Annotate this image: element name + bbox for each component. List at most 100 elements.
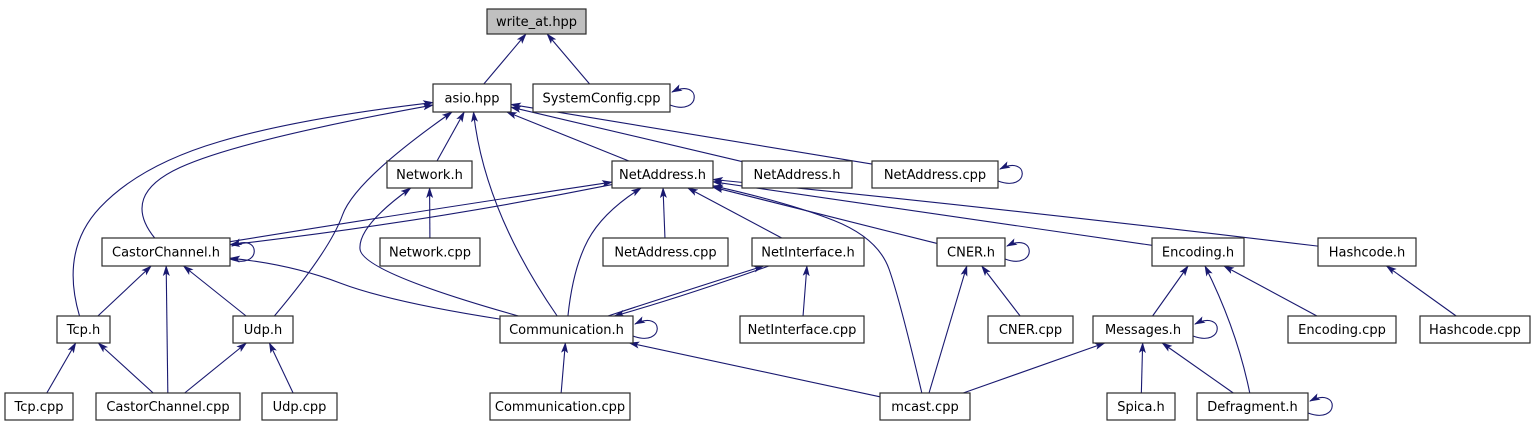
node-box[interactable] (1317, 237, 1417, 267)
node-box[interactable] (1196, 392, 1309, 421)
edge-cner_h-to-netaddress_h (712, 186, 938, 244)
node-Tcp.h[interactable]: Tcp.h (56, 315, 111, 344)
node-label: SystemConfig.cpp (543, 92, 661, 107)
edge-castorchannel_h-to-asio_hpp (141, 103, 434, 239)
node-box[interactable] (101, 237, 231, 267)
node-label: Hashcode.cpp (1429, 323, 1521, 338)
node-box[interactable] (1106, 392, 1176, 421)
node-label: NetInterface.h (761, 246, 854, 261)
node-Spica.h[interactable]: Spica.h (1106, 392, 1176, 421)
node-box[interactable] (489, 392, 631, 421)
node-label: NetAddress.cpp (884, 168, 986, 183)
edge-udp_h-to-castorchannel_h (182, 265, 247, 317)
node-asio.hpp[interactable]: asio.hpp (432, 83, 512, 113)
node-box[interactable] (1287, 315, 1397, 344)
edge-tcp_h-to-castorchannel_h (97, 265, 152, 317)
edge-systemconfig_cpp-to-systemconfig_cpp (669, 84, 695, 108)
node-CastorChannel.h[interactable]: CastorChannel.h (101, 237, 231, 267)
node-mcast.cpp[interactable]: mcast.cpp (879, 392, 971, 421)
node-label: Udp.h (244, 323, 282, 338)
node-Udp.h[interactable]: Udp.h (232, 315, 294, 344)
node-box[interactable] (1092, 315, 1194, 344)
node-NetAddress.h[interactable]: NetAddress.h (741, 160, 853, 189)
node-NetAddress.cpp[interactable]: NetAddress.cpp (871, 160, 999, 189)
edge-mcast_cpp-to-netaddress_h (712, 184, 923, 394)
node-box[interactable] (987, 315, 1074, 344)
edge-communication_cpp-to-communication_h (560, 342, 569, 394)
node-box[interactable] (532, 83, 671, 113)
node-Udp.cpp[interactable]: Udp.cpp (261, 392, 338, 421)
edge-netaddress_cpp_top-to-netaddress_cpp_top (997, 161, 1023, 184)
node-label: Udp.cpp (273, 400, 327, 415)
node-box[interactable] (95, 392, 241, 421)
edge-communication_h-to-asio_hpp (471, 111, 558, 317)
node-label: asio.hpp (445, 92, 500, 107)
node-box[interactable] (751, 237, 865, 267)
edge-communication_h-to-castorchannel_h (229, 255, 501, 320)
node-label: NetAddress.h (619, 168, 706, 183)
edge-hashcode_h-to-netaddress_h (712, 177, 1319, 247)
node-Encoding.cpp[interactable]: Encoding.cpp (1287, 315, 1397, 344)
node-box[interactable] (56, 315, 111, 344)
edge-castorchannel_cpp-to-castorchannel_h (162, 265, 170, 394)
edge-hashcode_cpp-to-hashcode_h (1385, 265, 1457, 317)
node-CastorChannel.cpp[interactable]: CastorChannel.cpp (95, 392, 241, 421)
node-Encoding.h[interactable]: Encoding.h (1151, 237, 1245, 267)
node-label: Communication.cpp (495, 400, 625, 415)
node-box[interactable] (386, 160, 473, 189)
node-NetAddress.cpp[interactable]: NetAddress.cpp (602, 237, 729, 267)
node-box[interactable] (261, 392, 338, 421)
node-label: CNER.cpp (999, 323, 1062, 338)
node-box[interactable] (1151, 237, 1245, 267)
node-Messages.h[interactable]: Messages.h (1092, 315, 1194, 344)
node-box[interactable] (739, 315, 865, 344)
edge-encoding_h-to-netaddress_h (712, 179, 1153, 246)
node-Network.cpp[interactable]: Network.cpp (379, 237, 481, 267)
node-box[interactable] (486, 8, 587, 35)
edge-netinterface_h-to-communication_h (613, 265, 769, 317)
edge-spica_h-to-messages_h (1138, 342, 1146, 394)
node-label: Hashcode.h (1329, 246, 1405, 261)
node-box[interactable] (232, 315, 294, 344)
node-box[interactable] (1419, 315, 1531, 344)
node-box[interactable] (432, 83, 512, 113)
node-box[interactable] (879, 392, 971, 421)
edge-cner_h-to-cner_h (1004, 238, 1030, 262)
node-label: NetAddress.h (754, 168, 841, 183)
node-box[interactable] (611, 160, 714, 189)
node-Communication.cpp[interactable]: Communication.cpp (489, 392, 631, 421)
node-NetAddress.h[interactable]: NetAddress.h (611, 160, 714, 189)
edge-netaddress_cpp_mid-to-netaddress_h (659, 187, 667, 239)
node-NetInterface.h[interactable]: NetInterface.h (751, 237, 865, 267)
node-box[interactable] (4, 392, 74, 421)
node-Hashcode.h[interactable]: Hashcode.h (1317, 237, 1417, 267)
node-label: Communication.h (509, 323, 624, 338)
edge-messages_h-to-encoding_h (1152, 265, 1189, 317)
node-Network.h[interactable]: Network.h (386, 160, 473, 189)
node-label: mcast.cpp (891, 400, 958, 415)
node-label: write_at.hpp (496, 15, 577, 30)
edge-mcast_cpp-to-communication_h (628, 341, 881, 398)
edge-communication_h-to-netaddress_h (567, 187, 642, 317)
node-Communication.h[interactable]: Communication.h (499, 315, 634, 344)
node-box[interactable] (499, 315, 634, 344)
edge-castorchannel_h-to-netaddress_h (229, 180, 613, 243)
node-box[interactable] (936, 237, 1006, 267)
node-box[interactable] (602, 237, 729, 267)
node-Defragment.h[interactable]: Defragment.h (1196, 392, 1309, 421)
node-label: Tcp.h (66, 323, 101, 338)
node-CNER.h[interactable]: CNER.h (936, 237, 1006, 267)
node-box[interactable] (379, 237, 481, 267)
node-box[interactable] (741, 160, 853, 189)
node-label: CastorChannel.h (112, 246, 220, 261)
edge-castorchannel_cpp-to-tcp_h (97, 342, 154, 394)
node-CNER.cpp[interactable]: CNER.cpp (987, 315, 1074, 344)
node-SystemConfig.cpp[interactable]: SystemConfig.cpp (532, 83, 671, 113)
node-box[interactable] (871, 160, 999, 189)
node-Hashcode.cpp[interactable]: Hashcode.cpp (1419, 315, 1531, 344)
node-label: NetAddress.cpp (614, 246, 716, 261)
node-write_at.hpp-root[interactable]: write_at.hpp (486, 8, 587, 35)
node-Tcp.cpp[interactable]: Tcp.cpp (4, 392, 74, 421)
node-NetInterface.cpp[interactable]: NetInterface.cpp (739, 315, 865, 344)
node-label: Messages.h (1105, 323, 1181, 338)
